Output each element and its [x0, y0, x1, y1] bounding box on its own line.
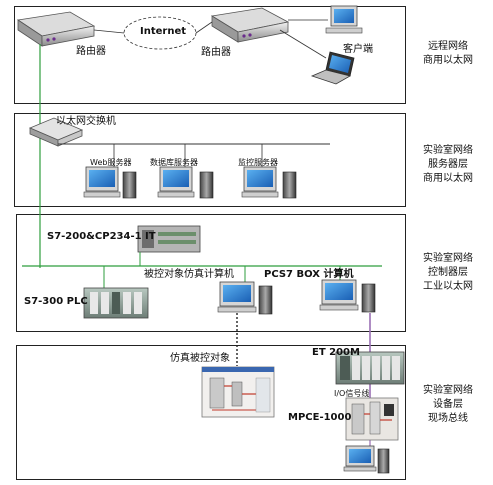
field-pc-icon — [343, 445, 390, 474]
control-layer-title-line2: 控制器层 — [428, 267, 468, 278]
sim-pc-label: 被控对象仿真计算机 — [144, 269, 234, 280]
router-1-label: 路由器 — [76, 46, 106, 57]
client-label: 客户端 — [343, 44, 373, 55]
monitor-server-label: 监控服务器 — [238, 158, 278, 167]
io-line-label: I/O信号线 — [334, 389, 370, 398]
switch-label: 以太网交换机 — [56, 116, 116, 127]
s7-300-plc-icon — [83, 287, 149, 319]
control-layer — [16, 214, 406, 332]
internet-label: Internet — [140, 26, 187, 37]
simulation-pc-icon — [217, 281, 273, 315]
remote-layer-title-line2: 商用以太网 — [423, 55, 473, 66]
router-1-icon — [16, 11, 96, 47]
laptop-icon — [310, 51, 355, 85]
server-layer-title-line3: 商用以太网 — [423, 173, 473, 184]
remote-layer-title: 远程网络 商用以太网 — [408, 40, 488, 68]
device-layer-title-line2: 设备层 — [433, 399, 463, 410]
server-layer-title-line2: 服务器层 — [428, 159, 468, 170]
pcs7-box-pc-icon — [319, 279, 376, 313]
web-server-label: Web服务器 — [90, 158, 132, 167]
device-layer-title-line3: 现场总线 — [428, 413, 468, 424]
control-layer-title: 实验室网络 控制器层 工业以太网 — [408, 252, 488, 294]
database-server-icon — [157, 166, 214, 199]
mpce-1000-icon — [345, 397, 399, 441]
plc-label: S7-300 PLC — [24, 296, 88, 307]
db-server-label: 数据库服务器 — [150, 158, 198, 167]
control-layer-title-line3: 工业以太网 — [423, 281, 473, 292]
pcs7-label: PCS7 BOX 计算机 — [264, 269, 354, 280]
remote-layer-title-line1: 远程网络 — [428, 41, 468, 52]
sim-object-label: 仿真被控对象 — [170, 353, 230, 364]
mpce-label: MPCE-1000 — [288, 412, 352, 423]
server-layer-title-line1: 实验室网络 — [423, 145, 473, 156]
et200m-icon — [335, 351, 405, 385]
device-layer-title: 实验室网络 设备层 现场总线 — [408, 384, 488, 426]
monitor-server-icon — [241, 166, 297, 199]
remote-pc-icon — [325, 5, 363, 34]
cp-module-label: S7-200&CP234-1 IT — [47, 231, 156, 242]
web-server-icon — [83, 166, 137, 199]
router-2-icon — [210, 7, 290, 43]
server-layer-title: 实验室网络 服务器层 商用以太网 — [408, 144, 488, 186]
ethernet-switch-icon — [28, 117, 84, 147]
router-2-label: 路由器 — [201, 47, 231, 58]
et200m-label: ET 200M — [312, 347, 360, 358]
device-layer-title-line1: 实验室网络 — [423, 385, 473, 396]
control-layer-title-line1: 实验室网络 — [423, 253, 473, 264]
s7-200-cp-module-icon — [137, 225, 201, 253]
simulation-object-screenshot — [201, 366, 275, 418]
